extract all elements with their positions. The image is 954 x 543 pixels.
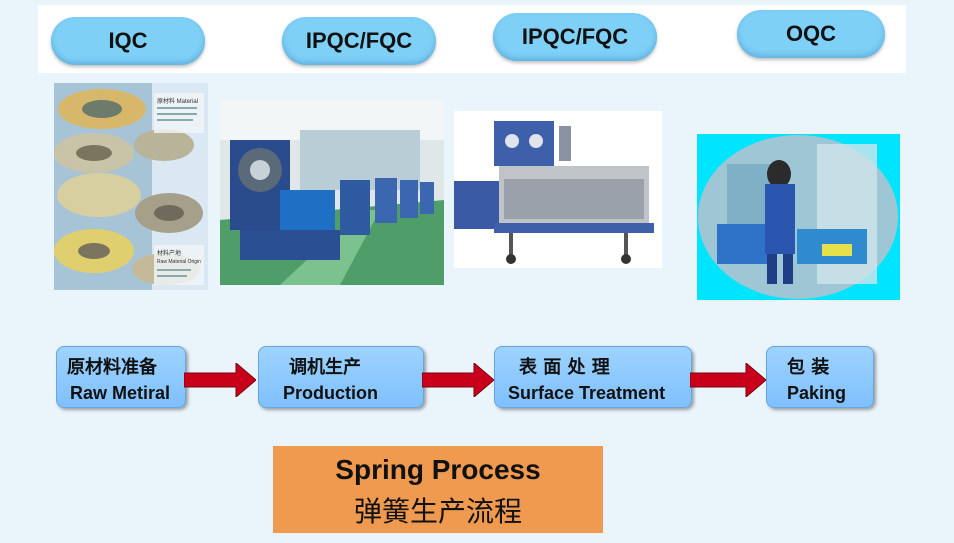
stage-pill-ipqc-fqc-2: IPQC/FQC [493, 13, 657, 61]
process-title-box: Spring Process 弹簧生产流程 [273, 446, 603, 533]
step-label-cn: 原材料准备 [67, 357, 157, 378]
step-label-en: Production [283, 383, 378, 403]
arrow-right-icon [690, 363, 766, 397]
process-title-cn: 弹簧生产流程 [353, 495, 522, 528]
stage-pill-label: OQC [785, 21, 837, 46]
stage-pill-label: IPQC/FQC [521, 24, 629, 49]
arrow-right-icon [422, 363, 494, 397]
material-origin-en-label: Raw Material Origin [157, 259, 201, 265]
material-origin-label: 材料产地 [157, 249, 181, 257]
step-label-en: Paking [787, 383, 847, 403]
step-label-en: Raw Metiral [70, 383, 171, 403]
photo-surface-treatment-machine [454, 111, 662, 268]
stage-pill-iqc: IQC [51, 17, 205, 65]
arrow-right-icon [184, 363, 256, 397]
step-label-cn: 包 装 [787, 357, 830, 378]
material-heading: 原材料 Material [157, 97, 198, 105]
photo-raw-material: 原材料 Material 材料产地 Raw Material Origin [54, 83, 208, 290]
step-production: 调机生产 Production [258, 346, 424, 408]
photo-production-floor [220, 100, 444, 285]
photo-packaging [697, 134, 900, 300]
step-label-en: Surface Treatment [508, 383, 666, 403]
process-title-en: Spring Process [335, 454, 541, 485]
step-raw-material: 原材料准备 Raw Metiral [56, 346, 186, 408]
stage-pill-oqc: OQC [737, 10, 885, 58]
step-label-cn: 表 面 处 理 [519, 357, 610, 378]
stage-pill-label: IPQC/FQC [305, 28, 413, 53]
step-packing: 包 装 Paking [766, 346, 874, 408]
stage-pill-label: IQC [108, 28, 148, 53]
step-surface-treatment: 表 面 处 理 Surface Treatment [494, 346, 692, 408]
step-label-cn: 调机生产 [289, 357, 361, 378]
stage-pill-ipqc-fqc-1: IPQC/FQC [282, 17, 436, 65]
